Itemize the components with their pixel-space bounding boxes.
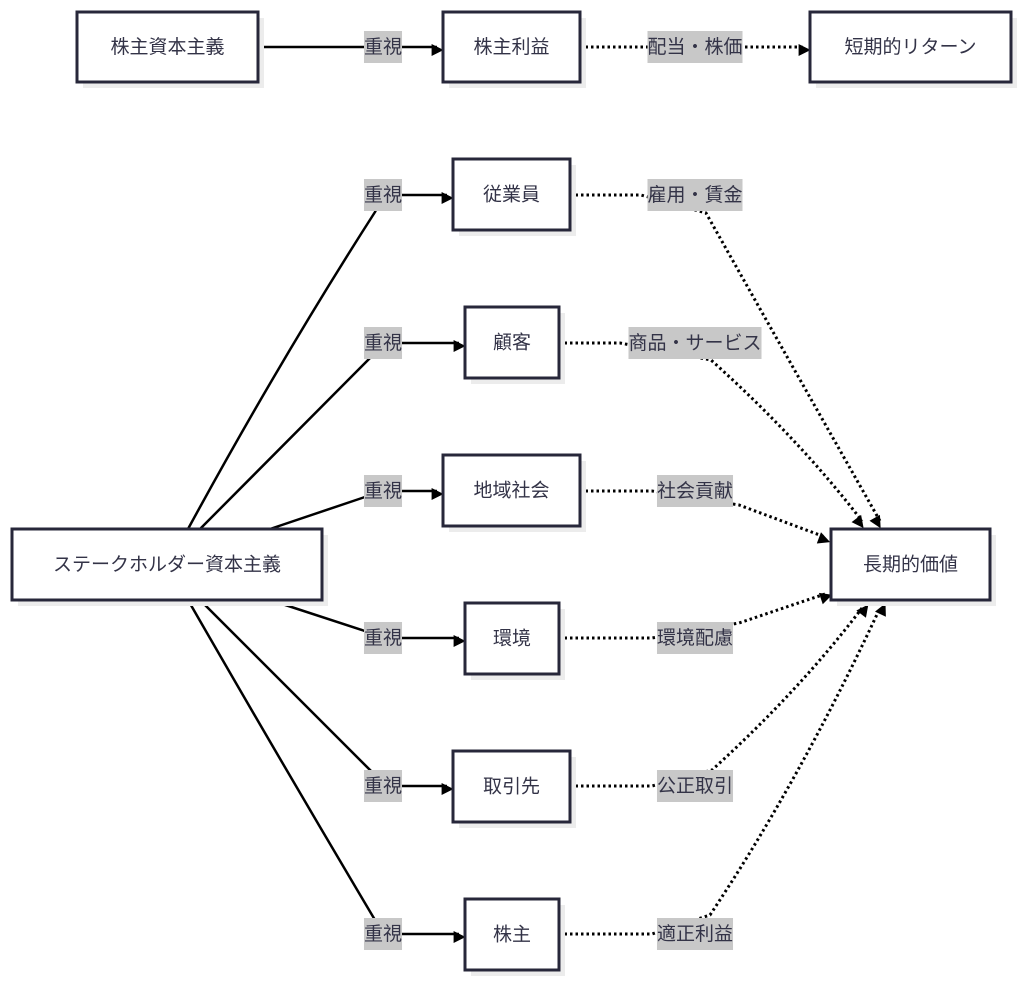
edge-customers-to-long_term_value xyxy=(559,341,864,529)
node-community[interactable]: 地域社会 xyxy=(441,453,586,532)
node-label: 株主利益 xyxy=(473,36,549,58)
node-label: 長期的価値 xyxy=(863,554,958,576)
edge-label-text: 商品・サービス xyxy=(628,332,761,354)
edge-label-background xyxy=(647,31,743,63)
edge-stakeholder_capitalism-to-community xyxy=(269,488,444,531)
node-box[interactable] xyxy=(451,157,572,232)
node-box[interactable] xyxy=(463,601,561,676)
edge-label-text: 重視 xyxy=(364,480,402,502)
edge-label: 配当・株価 xyxy=(647,31,743,63)
edge-label-background xyxy=(647,179,743,211)
edge-label-text: 適正利益 xyxy=(657,923,733,945)
edge-label-background xyxy=(656,918,734,950)
node-label: 株主資本主義 xyxy=(110,36,224,58)
node-long-term-value[interactable]: 長期的価値 xyxy=(829,527,996,606)
edge-suppliers-to-long_term_value xyxy=(570,604,869,788)
edge-label-background xyxy=(656,622,734,654)
edge-label-text: 重視 xyxy=(364,184,402,206)
edge-label-background xyxy=(363,770,403,802)
node-box[interactable] xyxy=(75,10,260,84)
node-shareholder-profit[interactable]: 株主利益 xyxy=(441,10,586,88)
edge-label: 重視 xyxy=(363,475,403,507)
edge-label: 重視 xyxy=(363,327,403,359)
node-label: 地域社会 xyxy=(473,480,549,502)
node-suppliers[interactable]: 取引先 xyxy=(451,749,576,828)
node-label: 環境 xyxy=(493,628,531,650)
edge-label-background xyxy=(363,475,403,507)
edge-label-background xyxy=(656,770,734,802)
node-box[interactable] xyxy=(441,453,582,528)
edge-label-background xyxy=(363,918,403,950)
edge-labels-layer: 重視配当・株価重視重視重視重視重視重視雇用・賃金商品・サービス社会貢献環境配慮公… xyxy=(363,31,762,950)
edge-label-text: 重視 xyxy=(364,627,402,649)
node-label: 顧客 xyxy=(493,332,531,354)
edge-label-text: 重視 xyxy=(364,36,402,58)
node-label: 取引先 xyxy=(483,776,540,798)
edge-employees-to-long_term_value xyxy=(570,193,882,529)
edge-label-text: 環境配慮 xyxy=(657,627,733,649)
edge-label: 重視 xyxy=(363,770,403,802)
edge-stakeholder_capitalism-to-shareholders xyxy=(186,599,466,943)
node-box[interactable] xyxy=(441,10,582,84)
edge-label-text: 雇用・賃金 xyxy=(647,184,742,206)
edge-label-background xyxy=(656,475,734,507)
edge-stakeholder_capitalism-to-suppliers xyxy=(199,599,454,795)
edge-label: 環境配慮 xyxy=(656,622,734,654)
edge-label: 公正取引 xyxy=(656,770,734,802)
edge-label: 重視 xyxy=(363,179,403,211)
node-employees[interactable]: 従業員 xyxy=(451,157,576,236)
node-label: ステークホルダー資本主義 xyxy=(53,554,281,576)
node-stakeholder-capitalism[interactable]: ステークホルダー資本主義 xyxy=(10,527,328,606)
node-box[interactable] xyxy=(463,897,561,972)
node-shareholders[interactable]: 株主 xyxy=(463,897,565,976)
edge-label-background xyxy=(363,179,403,211)
edge-label-text: 重視 xyxy=(364,332,402,354)
edge-stakeholder_capitalism-to-employees xyxy=(186,192,454,530)
edge-label-background xyxy=(363,327,403,359)
edge-label-text: 社会貢献 xyxy=(657,480,733,502)
edge-label-text: 重視 xyxy=(364,775,402,797)
node-label: 短期的リターン xyxy=(844,36,976,58)
edge-label-text: 公正取引 xyxy=(657,775,733,797)
edge-label: 雇用・賃金 xyxy=(647,179,743,211)
edge-label: 重視 xyxy=(363,31,403,63)
edge-shareholders-to-long_term_value xyxy=(559,603,886,936)
node-box[interactable] xyxy=(10,527,324,602)
edge-label-text: 重視 xyxy=(364,923,402,945)
edge-label: 適正利益 xyxy=(656,918,734,950)
node-shareholder-capitalism[interactable]: 株主資本主義 xyxy=(75,10,264,88)
edge-label: 重視 xyxy=(363,918,403,950)
node-label: 従業員 xyxy=(483,184,540,206)
edge-label: 商品・サービス xyxy=(628,327,762,359)
node-box[interactable] xyxy=(463,305,561,380)
node-short-term-return[interactable]: 短期的リターン xyxy=(808,10,1017,88)
edge-environment-to-long_term_value xyxy=(559,592,833,640)
node-label: 株主 xyxy=(493,924,531,946)
edge-label-text: 配当・株価 xyxy=(647,36,742,58)
edge-label: 社会貢献 xyxy=(656,475,734,507)
node-customers[interactable]: 顧客 xyxy=(463,305,565,384)
node-environment[interactable]: 環境 xyxy=(463,601,565,680)
node-box[interactable] xyxy=(808,10,1013,84)
node-box[interactable] xyxy=(451,749,572,824)
edge-label: 重視 xyxy=(363,622,403,654)
edge-label-background xyxy=(363,622,403,654)
node-box[interactable] xyxy=(829,527,992,602)
edge-label-background xyxy=(363,31,403,63)
edge-label-background xyxy=(628,327,762,359)
